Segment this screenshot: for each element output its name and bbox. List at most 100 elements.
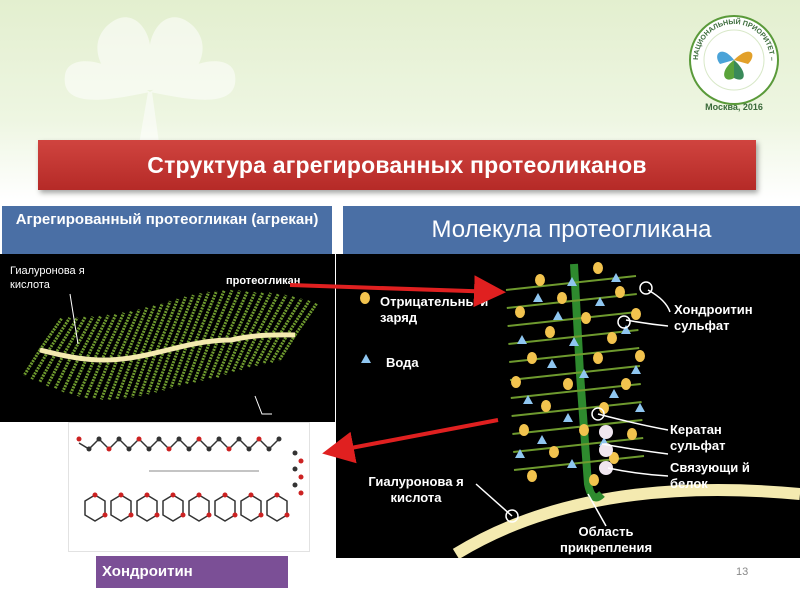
side-chain-down bbox=[61, 357, 80, 393]
oxygen-atom bbox=[206, 512, 212, 518]
side-chain-down bbox=[254, 334, 274, 367]
side-chain-up bbox=[54, 316, 79, 355]
negative-charge-dot bbox=[519, 424, 529, 436]
atom bbox=[106, 446, 112, 452]
side-chain-up bbox=[286, 300, 311, 336]
negative-charge-dot bbox=[535, 274, 545, 286]
water-triangle bbox=[517, 335, 527, 344]
aggrecan-diagram bbox=[22, 289, 319, 415]
negative-charge-dot bbox=[599, 402, 609, 414]
side-chain-down bbox=[138, 352, 158, 397]
hyaluronic-acid-strand bbox=[452, 484, 800, 560]
atom bbox=[186, 446, 192, 452]
negative-charge-dot bbox=[515, 306, 525, 318]
oxygen-atom bbox=[222, 492, 228, 498]
callout-line bbox=[607, 467, 669, 477]
negative-charge-dot bbox=[541, 400, 551, 412]
oxygen-atom bbox=[258, 512, 264, 518]
water-triangle bbox=[635, 403, 645, 412]
water-triangle bbox=[569, 337, 579, 346]
side-chain-up bbox=[193, 290, 218, 345]
aggrecan-side-chains bbox=[22, 289, 319, 401]
sugar-ring bbox=[162, 494, 184, 522]
side-chain-down bbox=[262, 334, 281, 365]
side-chain-up bbox=[92, 313, 118, 361]
negative-charge-dot bbox=[527, 352, 537, 364]
callout-line bbox=[601, 443, 669, 455]
side-chain-down bbox=[184, 341, 204, 385]
callout-line bbox=[587, 493, 607, 527]
hyaluronic-backbone bbox=[39, 332, 296, 363]
negative-charge-dot bbox=[631, 308, 641, 320]
label-chondroitin-sulfate: Хондроитин сульфат bbox=[674, 302, 753, 333]
oxygen-atom bbox=[180, 512, 186, 518]
oxygen-atom bbox=[232, 512, 238, 518]
atom bbox=[76, 436, 82, 442]
water-triangle bbox=[621, 325, 631, 334]
side-chain-up bbox=[85, 314, 110, 360]
water-triangle bbox=[567, 459, 577, 468]
callout-ring bbox=[639, 281, 653, 295]
sugar-ring bbox=[240, 494, 262, 522]
side-chain-up bbox=[46, 316, 71, 353]
side-chain-up bbox=[255, 293, 280, 337]
atom bbox=[266, 446, 272, 452]
sugar-ring bbox=[84, 494, 106, 522]
side-chain-up bbox=[169, 294, 195, 350]
aggrecan-panel: Гиалуронова я кислота протеогликан bbox=[0, 254, 335, 422]
side-chain-down bbox=[146, 350, 166, 395]
oxygen-atom bbox=[144, 492, 150, 498]
side-chain-up bbox=[131, 304, 157, 359]
chondroitin-label: Хондроитин bbox=[96, 556, 288, 588]
negative-charge-dot bbox=[557, 292, 567, 304]
atom bbox=[276, 436, 282, 442]
negative-charge-dot bbox=[593, 352, 603, 364]
side-chain-down bbox=[161, 346, 181, 391]
water-triangle bbox=[579, 369, 589, 378]
oxygen-atom bbox=[128, 512, 134, 518]
label-hyaluronic-right: Гиалуронова я кислота bbox=[368, 474, 464, 505]
gag-branch bbox=[507, 311, 638, 327]
atom bbox=[292, 482, 298, 488]
logo-year: Москва, 2016 bbox=[705, 102, 763, 112]
atom bbox=[236, 436, 242, 442]
chain-top bbox=[76, 436, 282, 452]
negative-charge-dot bbox=[545, 326, 555, 338]
water-triangle bbox=[631, 365, 641, 374]
side-chain-up bbox=[77, 315, 102, 359]
atom bbox=[292, 450, 298, 456]
side-molecule bbox=[292, 450, 304, 496]
link-protein-dot bbox=[599, 461, 613, 475]
proteoglycan-panel: Отрицательны й заряд Вода Хондроитин сул… bbox=[336, 254, 800, 560]
side-chain-down bbox=[76, 359, 96, 397]
side-chain-up bbox=[185, 291, 211, 346]
side-chain-up bbox=[38, 317, 64, 351]
label-attachment-area: Область прикрепления bbox=[559, 524, 653, 555]
label-link-protein: Связующи й белок bbox=[670, 460, 750, 491]
side-chain-down bbox=[30, 351, 50, 380]
core-protein bbox=[570, 263, 605, 502]
oxygen-atom bbox=[118, 492, 124, 498]
water-triangle bbox=[563, 413, 573, 422]
side-chain-up bbox=[239, 291, 265, 339]
side-chain-down bbox=[169, 344, 189, 389]
label-keratan-sulfate: Кератан сульфат bbox=[670, 422, 726, 453]
side-chain-up bbox=[61, 316, 87, 357]
side-chain-down bbox=[92, 359, 111, 400]
side-chain-up bbox=[154, 298, 180, 354]
gag-branch bbox=[510, 383, 641, 399]
oxygen-atom bbox=[284, 512, 290, 518]
negative-charge-dot bbox=[621, 378, 631, 390]
atom bbox=[256, 436, 262, 442]
side-chain-up bbox=[293, 302, 319, 336]
callout-ring bbox=[617, 315, 631, 329]
callout-ring bbox=[505, 509, 519, 523]
negative-charge-dot bbox=[593, 262, 603, 274]
side-chain-down bbox=[107, 358, 127, 401]
atom bbox=[298, 474, 304, 480]
side-chain-up bbox=[123, 307, 149, 360]
atom bbox=[156, 436, 162, 442]
oxygen-atom bbox=[154, 512, 160, 518]
callout-rings bbox=[505, 281, 653, 523]
gag-branch bbox=[506, 293, 637, 309]
